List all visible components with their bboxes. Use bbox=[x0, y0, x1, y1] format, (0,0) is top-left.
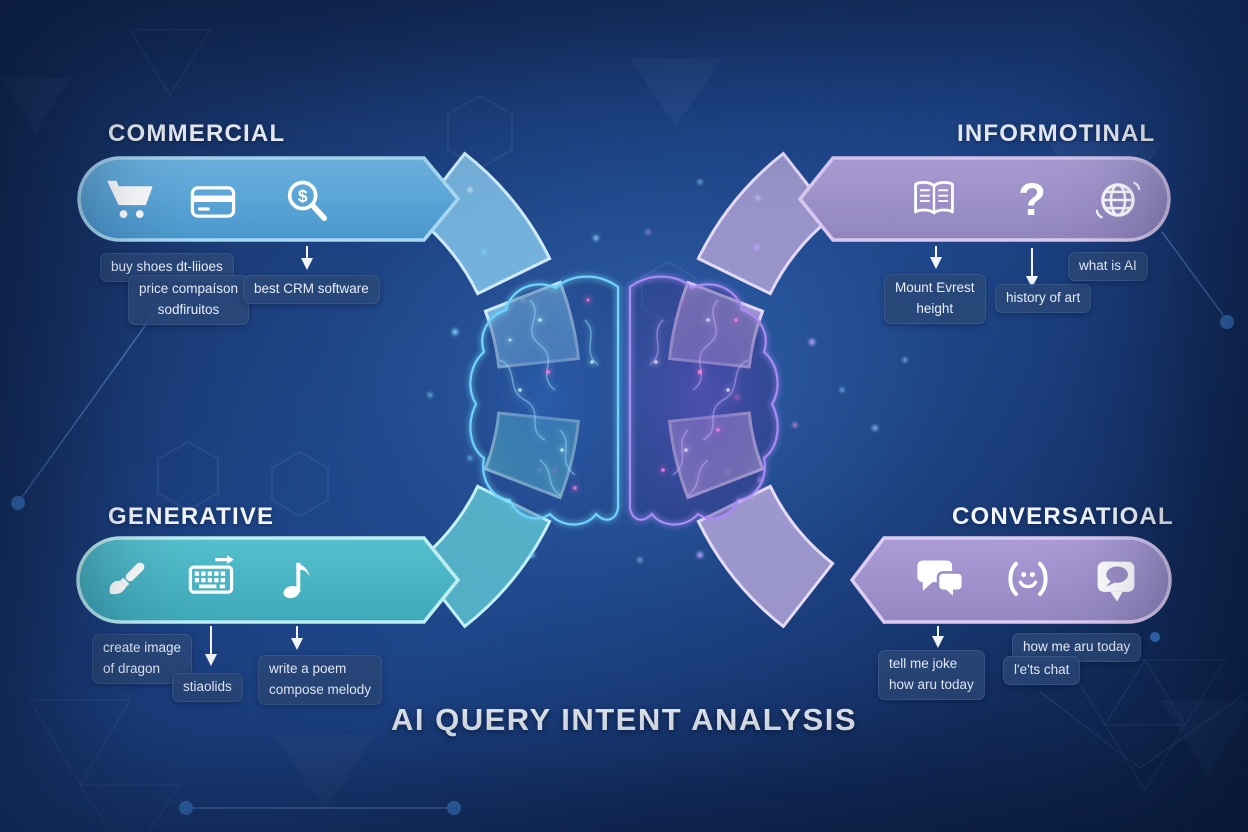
brain-left-hemisphere bbox=[469, 275, 620, 526]
dollar-search-icon: $ bbox=[281, 176, 333, 228]
pointer-arrows bbox=[205, 246, 1038, 666]
decorative-connectors bbox=[11, 231, 1248, 815]
music-note-icon bbox=[272, 552, 324, 604]
informational-pill bbox=[797, 156, 1171, 242]
query-tag: tell me joke how aru today bbox=[878, 650, 985, 700]
paintbrush-icon bbox=[101, 554, 153, 606]
query-tag: l'e'ts chat bbox=[1003, 656, 1081, 685]
query-tag: what is AI bbox=[1068, 252, 1148, 281]
credit-card-icon bbox=[187, 176, 239, 228]
open-book-icon bbox=[908, 174, 960, 226]
page-title: AI QUERY INTENT ANALYSIS bbox=[390, 702, 858, 737]
conversational-title: CONVERSATIOAL bbox=[952, 503, 1174, 530]
commercial-pill bbox=[77, 156, 461, 242]
query-tag: stiaolids bbox=[172, 673, 243, 702]
chat-bubbles-icon bbox=[912, 554, 964, 606]
generative-title: GENERATIVE bbox=[108, 503, 275, 530]
query-tag: write a poem compose melody bbox=[258, 655, 383, 705]
brain-graphic bbox=[469, 275, 779, 526]
keyboard-arrow-icon bbox=[185, 552, 237, 604]
query-tag: price compaíson sodfiruitos bbox=[128, 275, 250, 325]
ring-arc-segment bbox=[696, 151, 835, 296]
brain-right-hemisphere bbox=[628, 275, 779, 526]
generative-pill bbox=[76, 536, 461, 624]
chat-square-icon bbox=[1090, 554, 1142, 606]
query-tag: history of art bbox=[995, 284, 1092, 313]
informational-title: INFORMOTINAL bbox=[957, 120, 1156, 147]
svg-text:$: $ bbox=[298, 186, 308, 206]
globe-icon bbox=[1092, 174, 1144, 226]
commercial-title: COMMERCIAL bbox=[108, 120, 286, 147]
question-mark-icon: ? bbox=[1006, 175, 1058, 227]
smiley-parens-icon bbox=[1002, 554, 1054, 606]
svg-text:?: ? bbox=[1018, 175, 1046, 225]
query-tag: Mount Evrest height bbox=[884, 274, 986, 324]
shopping-cart-icon bbox=[104, 174, 156, 226]
query-tag: best CRM software bbox=[243, 275, 380, 304]
